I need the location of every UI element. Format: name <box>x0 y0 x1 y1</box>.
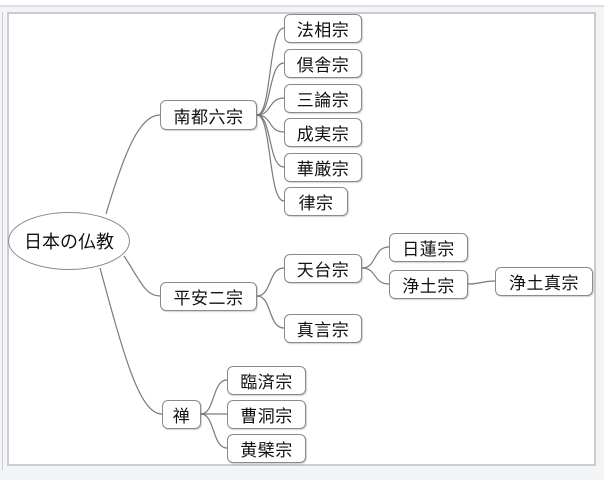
node-label: 律宗 <box>298 194 334 214</box>
node-label: 浄土宗 <box>402 277 455 297</box>
link-jodo-shinshu <box>467 280 496 285</box>
node-tendai[interactable]: 天台宗 <box>284 254 362 283</box>
node-label: 法相宗 <box>296 21 350 41</box>
node-obaku[interactable]: 黄檗宗 <box>227 434 306 463</box>
link-root-nanto <box>105 114 161 215</box>
link-tendai-nichiren <box>361 246 390 269</box>
node-shingon[interactable]: 真言宗 <box>284 314 362 343</box>
node-kusha[interactable]: 倶舎宗 <box>284 49 362 78</box>
node-jodo-shinshu[interactable]: 浄土真宗 <box>495 267 593 296</box>
node-heian-nishu[interactable]: 平安二宗 <box>160 282 257 311</box>
node-ritsu[interactable]: 律宗 <box>284 187 348 216</box>
node-label: 倶舎宗 <box>296 56 350 76</box>
node-zen[interactable]: 禅 <box>162 400 201 429</box>
link-nanto-hosso <box>256 27 285 116</box>
link-root-zen <box>99 267 163 415</box>
node-label: 南都六宗 <box>173 107 244 128</box>
link-nanto-ritsu <box>256 114 285 202</box>
node-rinzai[interactable]: 臨済宗 <box>227 366 306 395</box>
node-label: 真言宗 <box>296 321 350 341</box>
root-node[interactable]: 日本の仏教 <box>8 212 130 270</box>
node-label: 華厳宗 <box>296 160 350 180</box>
node-jodo[interactable]: 浄土宗 <box>389 270 468 299</box>
node-hosso[interactable]: 法相宗 <box>284 14 362 43</box>
node-label: 天台宗 <box>296 261 350 281</box>
link-zen-rinzai <box>200 379 228 415</box>
node-label: 黄檗宗 <box>240 441 293 461</box>
node-label: 浄土真宗 <box>509 274 579 294</box>
node-label: 成実宗 <box>296 125 350 145</box>
node-label: 禅 <box>172 407 191 427</box>
node-sanron[interactable]: 三論宗 <box>284 84 362 113</box>
link-nanto-sanron <box>256 97 285 116</box>
left-border-line <box>2 12 3 470</box>
node-nanto-rokushu[interactable]: 南都六宗 <box>160 100 257 130</box>
node-label: 曹洞宗 <box>240 407 293 427</box>
node-label: 平安二宗 <box>173 289 244 309</box>
link-tendai-jodo <box>361 267 390 285</box>
root-node-label: 日本の仏教 <box>24 232 114 253</box>
link-heian-shingon <box>256 295 285 329</box>
node-label: 三論宗 <box>296 91 350 111</box>
node-label: 臨済宗 <box>240 373 293 393</box>
link-nanto-kegon <box>256 114 285 168</box>
link-heian-tendai <box>256 267 285 297</box>
node-kegon[interactable]: 華厳宗 <box>284 153 362 182</box>
link-zen-obaku <box>200 413 228 449</box>
node-nichiren[interactable]: 日蓮宗 <box>389 233 468 262</box>
link-nanto-kusha <box>256 62 285 116</box>
node-jojitsu[interactable]: 成実宗 <box>284 118 362 147</box>
link-root-heian <box>123 255 161 297</box>
node-soto[interactable]: 曹洞宗 <box>227 400 306 429</box>
node-label: 日蓮宗 <box>402 240 455 260</box>
